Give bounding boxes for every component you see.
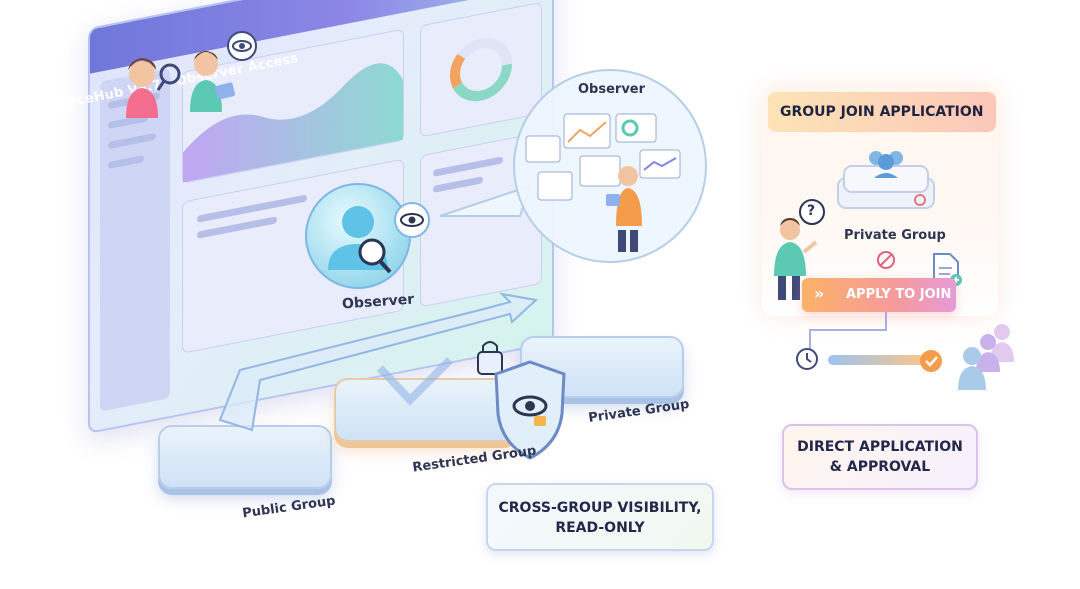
- clock-icon: [796, 348, 818, 370]
- cross-group-line2: READ-ONLY: [555, 520, 645, 536]
- applicant-person-illustration: [774, 199, 825, 300]
- magnifier-icon: [159, 63, 181, 85]
- chart-card: [182, 28, 404, 184]
- question-bubble-icon: [799, 199, 825, 225]
- apply-to-join-label: APPLY TO JOIN: [846, 287, 952, 302]
- direct-approval-box: DIRECT APPLICATION & APPROVAL: [782, 424, 978, 490]
- direct-approval-line2: & APPROVAL: [829, 459, 931, 475]
- area-chart-graphic: [183, 63, 403, 183]
- approval-connector: [809, 312, 887, 352]
- cross-group-visibility-box: CROSS-GROUP VISIBILITY, READ-ONLY: [486, 483, 714, 551]
- public-group-label: Public Group: [241, 493, 337, 522]
- apply-to-join-button[interactable]: » APPLY TO JOIN: [802, 278, 956, 312]
- join-panel-header: [768, 92, 996, 132]
- observer-bubble-label: Observer: [578, 82, 646, 97]
- direct-approval-line1: DIRECT APPLICATION: [797, 439, 963, 455]
- people-observing-illustration: [126, 31, 257, 118]
- visibility-arrow-bridge: [218, 292, 539, 432]
- observer-zoom-bubble: [439, 69, 707, 263]
- application-document-icon: [933, 253, 962, 286]
- private-group-stack-icon: [837, 151, 935, 209]
- donut-chart-icon: [450, 38, 512, 102]
- join-panel-title: GROUP JOIN APPLICATION: [780, 104, 984, 120]
- security-shield-icon: [477, 341, 566, 460]
- join-private-group-label: Private Group: [844, 228, 946, 243]
- cross-group-line1: CROSS-GROUP VISIBILITY,: [498, 500, 702, 516]
- observer-orb-icon: [305, 183, 430, 289]
- question-mark: ?: [807, 203, 816, 219]
- lock-icon: [477, 351, 503, 375]
- donut-card: [420, 1, 542, 138]
- alliancehub-window: [88, 0, 554, 435]
- approval-progress-bar: [828, 355, 924, 365]
- approval-badge-icon: [920, 350, 942, 372]
- approved-members-icon: [958, 324, 1014, 390]
- no-entry-icon: [877, 251, 895, 269]
- chevron-double-right-icon: »: [814, 284, 825, 303]
